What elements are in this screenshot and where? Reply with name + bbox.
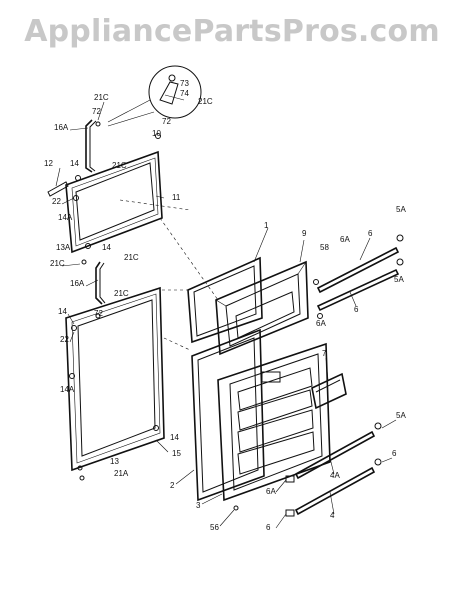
callout-22: 22: [60, 335, 69, 344]
fresh-food-door-handle-16a: [95, 261, 106, 305]
callout-4a: 4A: [330, 471, 340, 480]
shelf-rail-lower: [316, 258, 404, 319]
callout-leaders: [55, 101, 397, 529]
callout-5a: 5A: [394, 275, 404, 284]
callout-14: 14: [58, 307, 67, 316]
shelf-rail-upper: [313, 234, 404, 294]
callout-72: 72: [94, 309, 103, 318]
callout-14: 14: [170, 433, 179, 442]
callout-4: 4: [330, 511, 335, 520]
callout-13: 13: [110, 457, 119, 466]
door-shelf-rail-4a: [285, 422, 382, 483]
callout-21c: 21C: [114, 289, 129, 298]
butter-compartment-door-7: [311, 372, 347, 410]
callout-58: 58: [320, 243, 329, 252]
callout-3: 3: [196, 501, 201, 510]
freezer-door-liner: [215, 260, 309, 356]
part-callouts: 21C 72 16A 73 74 21C 72 10 12 14 21C 22 …: [44, 79, 406, 532]
callout-5a: 5A: [396, 411, 406, 420]
callout-21c: 21C: [94, 93, 109, 102]
callout-6a: 6A: [266, 487, 276, 496]
freezer-gasket-1: [187, 256, 263, 344]
detail-magnifier-circle: [107, 65, 202, 127]
fresh-food-screws: [69, 313, 159, 471]
callout-6: 6: [368, 229, 373, 238]
freezer-door-handle-16a: [85, 119, 97, 173]
callout-6: 6: [354, 305, 359, 314]
watermark: AppliancePartsPros.com: [24, 14, 440, 49]
callout-9: 9: [302, 229, 307, 238]
callout-12: 12: [44, 159, 53, 168]
callout-14a: 14A: [58, 213, 73, 222]
fresh-food-door-gasket-frame: [65, 286, 165, 472]
callout-56: 56: [210, 523, 219, 532]
callout-21c: 21C: [50, 259, 65, 268]
callout-5a: 5A: [396, 205, 406, 214]
callout-6: 6: [266, 523, 271, 532]
fresh-food-door-liner: [217, 342, 331, 502]
assembly-leader-lines: [119, 199, 219, 351]
freezer-handle-trim-12: [47, 181, 69, 197]
callout-6a: 6A: [340, 235, 350, 244]
callout-2: 2: [170, 481, 175, 490]
callout-7: 7: [322, 349, 327, 358]
callout-74: 74: [180, 89, 189, 98]
callout-11: 11: [172, 193, 181, 202]
callout-10: 10: [152, 129, 161, 138]
callout-16a: 16A: [54, 123, 69, 132]
callout-6: 6: [392, 449, 397, 458]
fresh-food-gasket-2: [191, 328, 265, 502]
callout-15: 15: [172, 449, 181, 458]
callout-72: 72: [92, 107, 101, 116]
callout-22: 22: [52, 197, 61, 206]
callout-21c: 21C: [124, 253, 139, 262]
callout-21c: 21C: [198, 97, 213, 106]
callout-1: 1: [264, 221, 269, 230]
callout-13a: 13A: [56, 243, 71, 252]
callout-14a: 14A: [60, 385, 75, 394]
freezer-door-gasket-frame: [65, 150, 163, 254]
lower-hinge-pins: [79, 475, 239, 511]
callout-21c: 21C: [112, 161, 127, 170]
callout-72: 72: [162, 117, 171, 126]
callout-14: 14: [70, 159, 79, 168]
callout-16a: 16A: [70, 279, 85, 288]
door-shelf-rail-4: [285, 458, 382, 517]
callout-14: 14: [102, 243, 111, 252]
callout-6a: 6A: [316, 319, 326, 328]
callout-73: 73: [180, 79, 189, 88]
callout-21a: 21A: [114, 469, 129, 478]
